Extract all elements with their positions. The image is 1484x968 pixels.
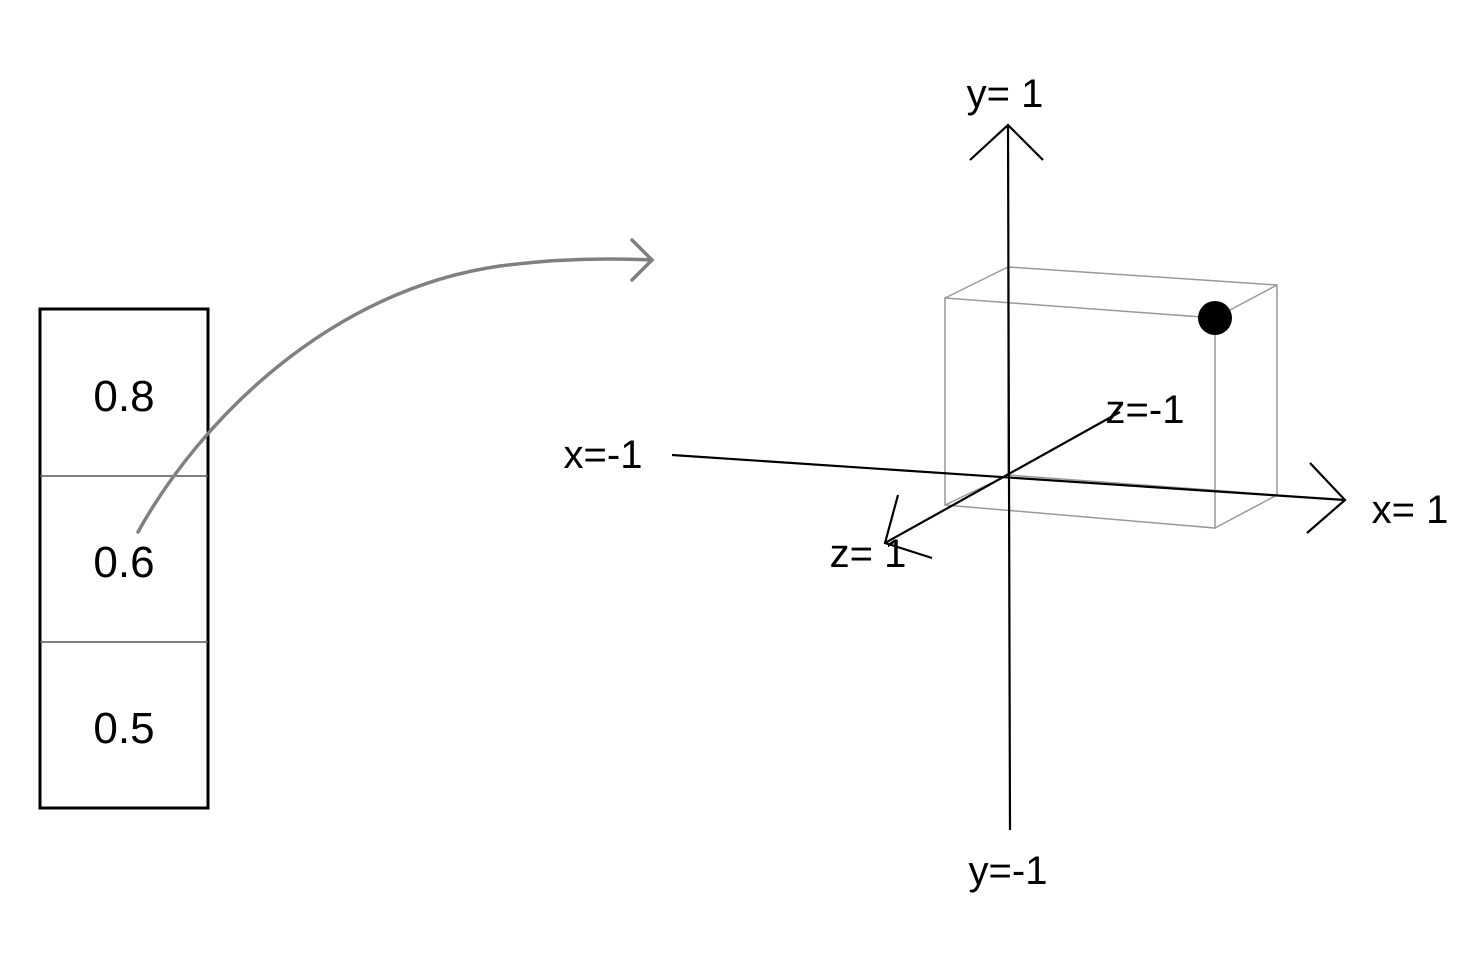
vector-column: 0.8 0.6 0.5: [38, 307, 210, 810]
x-axis: [671, 453, 1346, 502]
x-axis-arrowhead: [1306, 462, 1347, 534]
vector-value-2: 0.5: [93, 704, 154, 753]
z-axis-arrowhead: [883, 494, 933, 560]
z-pos-label: z= 1: [830, 532, 907, 576]
x-neg-label: x=-1: [564, 433, 643, 477]
data-point: [1198, 301, 1232, 335]
vector-value-1: 0.6: [93, 538, 154, 587]
z-axis: [884, 411, 1121, 544]
z-neg-label: z=-1: [1106, 388, 1185, 432]
vector-border: [38, 307, 210, 810]
y-axis-arrowhead: [969, 123, 1044, 161]
vector-value-0: 0.8: [93, 372, 154, 421]
axes: [671, 123, 1347, 831]
y-neg-label: y=-1: [969, 849, 1048, 893]
y-pos-label: y= 1: [967, 72, 1044, 116]
x-pos-label: x= 1: [1372, 488, 1449, 532]
mapping-arrow: [136, 238, 655, 534]
